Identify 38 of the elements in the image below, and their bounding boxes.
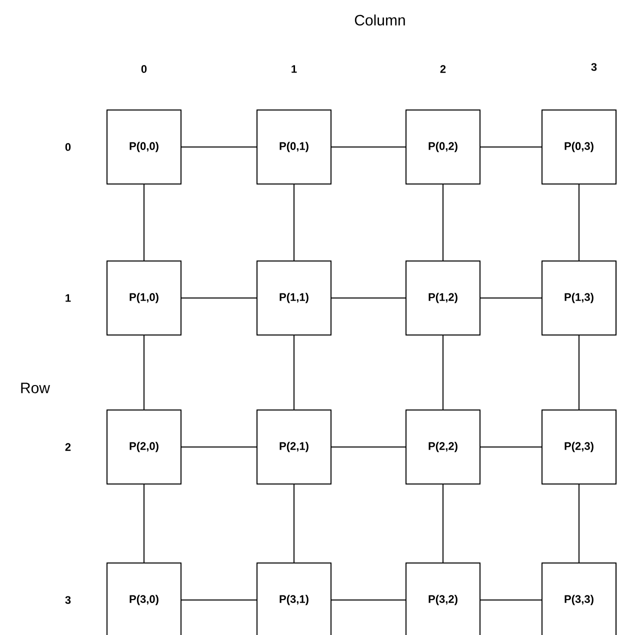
connector-line: [442, 484, 444, 563]
processor-box: P(2,2): [406, 410, 480, 484]
processor-box: P(0,3): [542, 110, 616, 184]
processor-box: P(3,1): [256, 562, 332, 635]
row-number: 0: [65, 143, 71, 151]
processor-box: P(3,0): [106, 562, 182, 635]
axis-title: Column: [354, 14, 405, 26]
connector-line: [578, 335, 580, 410]
processor-box: P(2,0): [106, 410, 182, 484]
column-number: 0: [141, 65, 147, 73]
processor-box: P(0,1): [256, 110, 332, 184]
processor-box: P(0,2): [406, 110, 480, 184]
connector-line: [331, 146, 406, 148]
row-number: 1: [66, 294, 71, 302]
row-number: 3: [65, 596, 71, 604]
processor-box: P(0,0): [106, 110, 182, 184]
connector-line: [181, 446, 257, 448]
processor-box: P(3,2): [406, 562, 480, 635]
processor-box: P(1,0): [106, 260, 182, 336]
processor-box: P(1,3): [542, 260, 616, 336]
connector-line: [181, 146, 257, 148]
processor-box: P(1,1): [256, 260, 332, 336]
connector-line: [442, 335, 444, 410]
column-number: 2: [440, 65, 446, 73]
connector-line: [442, 184, 444, 261]
connector-line: [578, 184, 580, 261]
processor-box: P(1,2): [406, 260, 480, 336]
connector-line: [480, 146, 542, 148]
connector-line: [578, 484, 580, 563]
processor-box: P(3,3): [542, 562, 616, 635]
processor-box: P(2,1): [256, 410, 332, 484]
connector-line: [480, 446, 542, 448]
axis-title: Row: [21, 382, 50, 394]
processor-box: P(2,3): [542, 410, 616, 484]
column-number: 1: [292, 65, 297, 73]
connector-line: [331, 446, 406, 448]
column-number: 3: [591, 63, 597, 71]
row-number: 2: [65, 443, 71, 451]
